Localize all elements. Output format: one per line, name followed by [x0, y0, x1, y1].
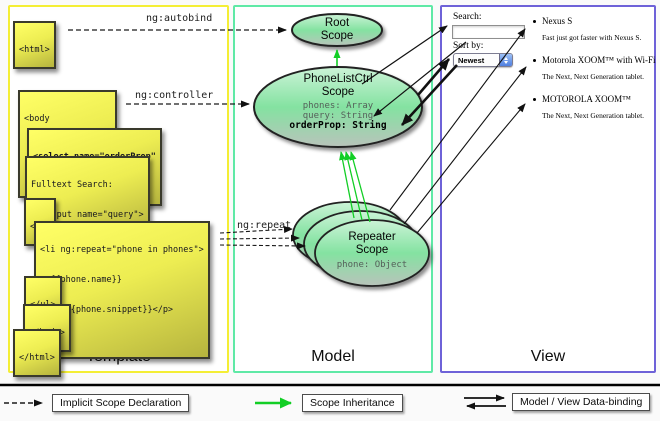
code-line: <body [24, 114, 50, 124]
code-line: <html> [19, 45, 50, 55]
legend-implicit-scope: Implicit Scope Declaration [52, 394, 190, 412]
arrow-down-icon [504, 60, 508, 64]
model-panel-label: Model [311, 348, 355, 365]
code-line: Fulltext Search: [31, 180, 113, 190]
legend-model-view-binding: Model / View Data-binding [512, 393, 651, 411]
ng-repeat-label: ng:repeat [237, 220, 292, 231]
bullet-icon [533, 20, 536, 23]
code-box-html-close: </html> [13, 329, 61, 377]
code-box-html-open: <html> [13, 21, 56, 69]
list-item: Nexus S Fast just got faster with Nexus … [531, 16, 651, 43]
list-item: Motorola XOOM™ with Wi-Fi The Next, Next… [531, 55, 656, 82]
phone-snippet: The Next, Next Generation tablet. [542, 72, 645, 81]
phone-title: Nexus S [542, 16, 573, 26]
phone-list: Nexus S Fast just got faster with Nexus … [531, 16, 656, 133]
sort-dropdown[interactable]: Newest [453, 53, 513, 67]
sort-by-label: Sort by: [453, 41, 484, 51]
legend-scope-inheritance: Scope Inheritance [302, 394, 403, 412]
phone-snippet: The Next, Next Generation tablet. [542, 111, 645, 120]
ng-controller-label: ng:controller [135, 90, 214, 101]
code-line: </html> [19, 353, 55, 363]
search-label: Search: [453, 12, 482, 22]
view-panel-label: View [530, 348, 566, 365]
code-line: {{phone.name}} [40, 275, 122, 285]
bullet-icon [533, 59, 536, 62]
search-input[interactable] [452, 25, 525, 39]
code-line: <p>{{phone.snippet}}</p> [40, 305, 174, 315]
sort-dropdown-value: Newest [458, 55, 485, 65]
phone-title: MOTOROLA XOOM™ [542, 94, 631, 104]
code-box-ul-close: </ul> [24, 276, 62, 324]
code-line: <input name="query"> [31, 210, 144, 220]
phone-snippet: Fast just got faster with Nexus S. [542, 33, 642, 42]
code-line: <li ng:repeat="phone in phones"> [40, 245, 204, 255]
ng-autobind-label: ng:autobind [146, 13, 213, 24]
select-stepper-icon[interactable] [499, 54, 512, 66]
model-panel: Model [233, 5, 433, 373]
list-item: MOTOROLA XOOM™ The Next, Next Generation… [531, 94, 651, 121]
bullet-icon [533, 98, 536, 101]
phone-title: Motorola XOOM™ with Wi-Fi [542, 55, 656, 65]
arrow-up-icon [504, 56, 508, 60]
